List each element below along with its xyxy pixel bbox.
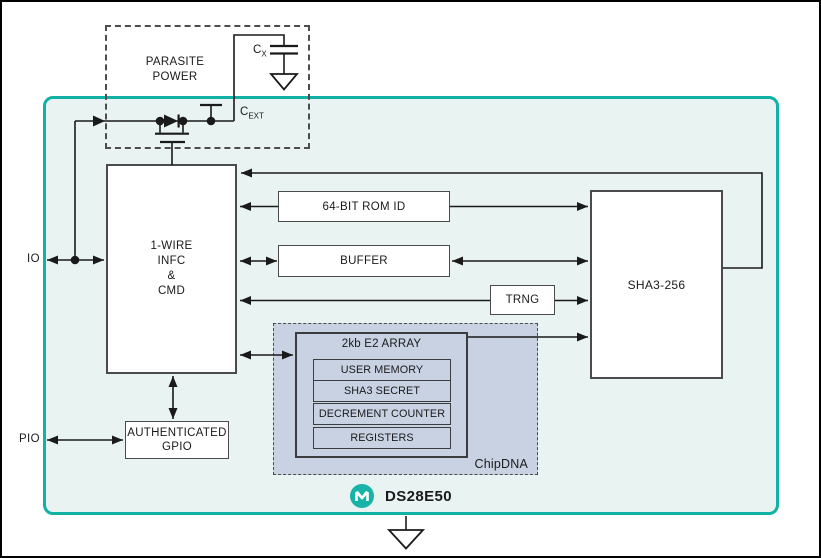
brand-row: DS28E50 — [350, 484, 452, 508]
maxim-integrated-logo-icon — [350, 484, 374, 508]
e2-row-registers: REGISTERS — [313, 427, 451, 449]
e2-row-decrement-counter: DECREMENT COUNTER — [313, 403, 451, 425]
block-authenticated-gpio: AUTHENTICATED GPIO — [125, 421, 229, 459]
cap-x-label: CX — [253, 44, 267, 59]
block-e2-array: 2kb E2 ARRAY USER MEMORY SHA3 SECRET DEC… — [295, 332, 468, 458]
chipdna-label: ChipDNA — [474, 457, 528, 471]
parasite-power-region — [105, 25, 310, 149]
e2-array-title: 2kb E2 ARRAY — [341, 338, 422, 350]
block-buffer: BUFFER — [278, 245, 450, 277]
cap-ext-label: CEXT — [240, 106, 264, 121]
block-sha3-256: SHA3-256 — [590, 190, 723, 379]
part-number-label: DS28E50 — [385, 487, 453, 505]
ground-symbol-chip — [386, 529, 426, 550]
io-pin-label: IO — [27, 253, 40, 265]
pio-pin-label: PIO — [18, 433, 40, 445]
e2-row-user-memory: USER MEMORY — [313, 359, 451, 381]
block-64bit-rom-id: 64-BIT ROM ID — [278, 191, 450, 222]
e2-row-sha3-secret: SHA3 SECRET — [313, 380, 451, 402]
parasite-power-label: PARASITE POWER — [145, 56, 205, 83]
block-trng: TRNG — [490, 285, 555, 315]
block-1wire-infc-cmd: 1-WIRE INFC & CMD — [106, 164, 237, 374]
